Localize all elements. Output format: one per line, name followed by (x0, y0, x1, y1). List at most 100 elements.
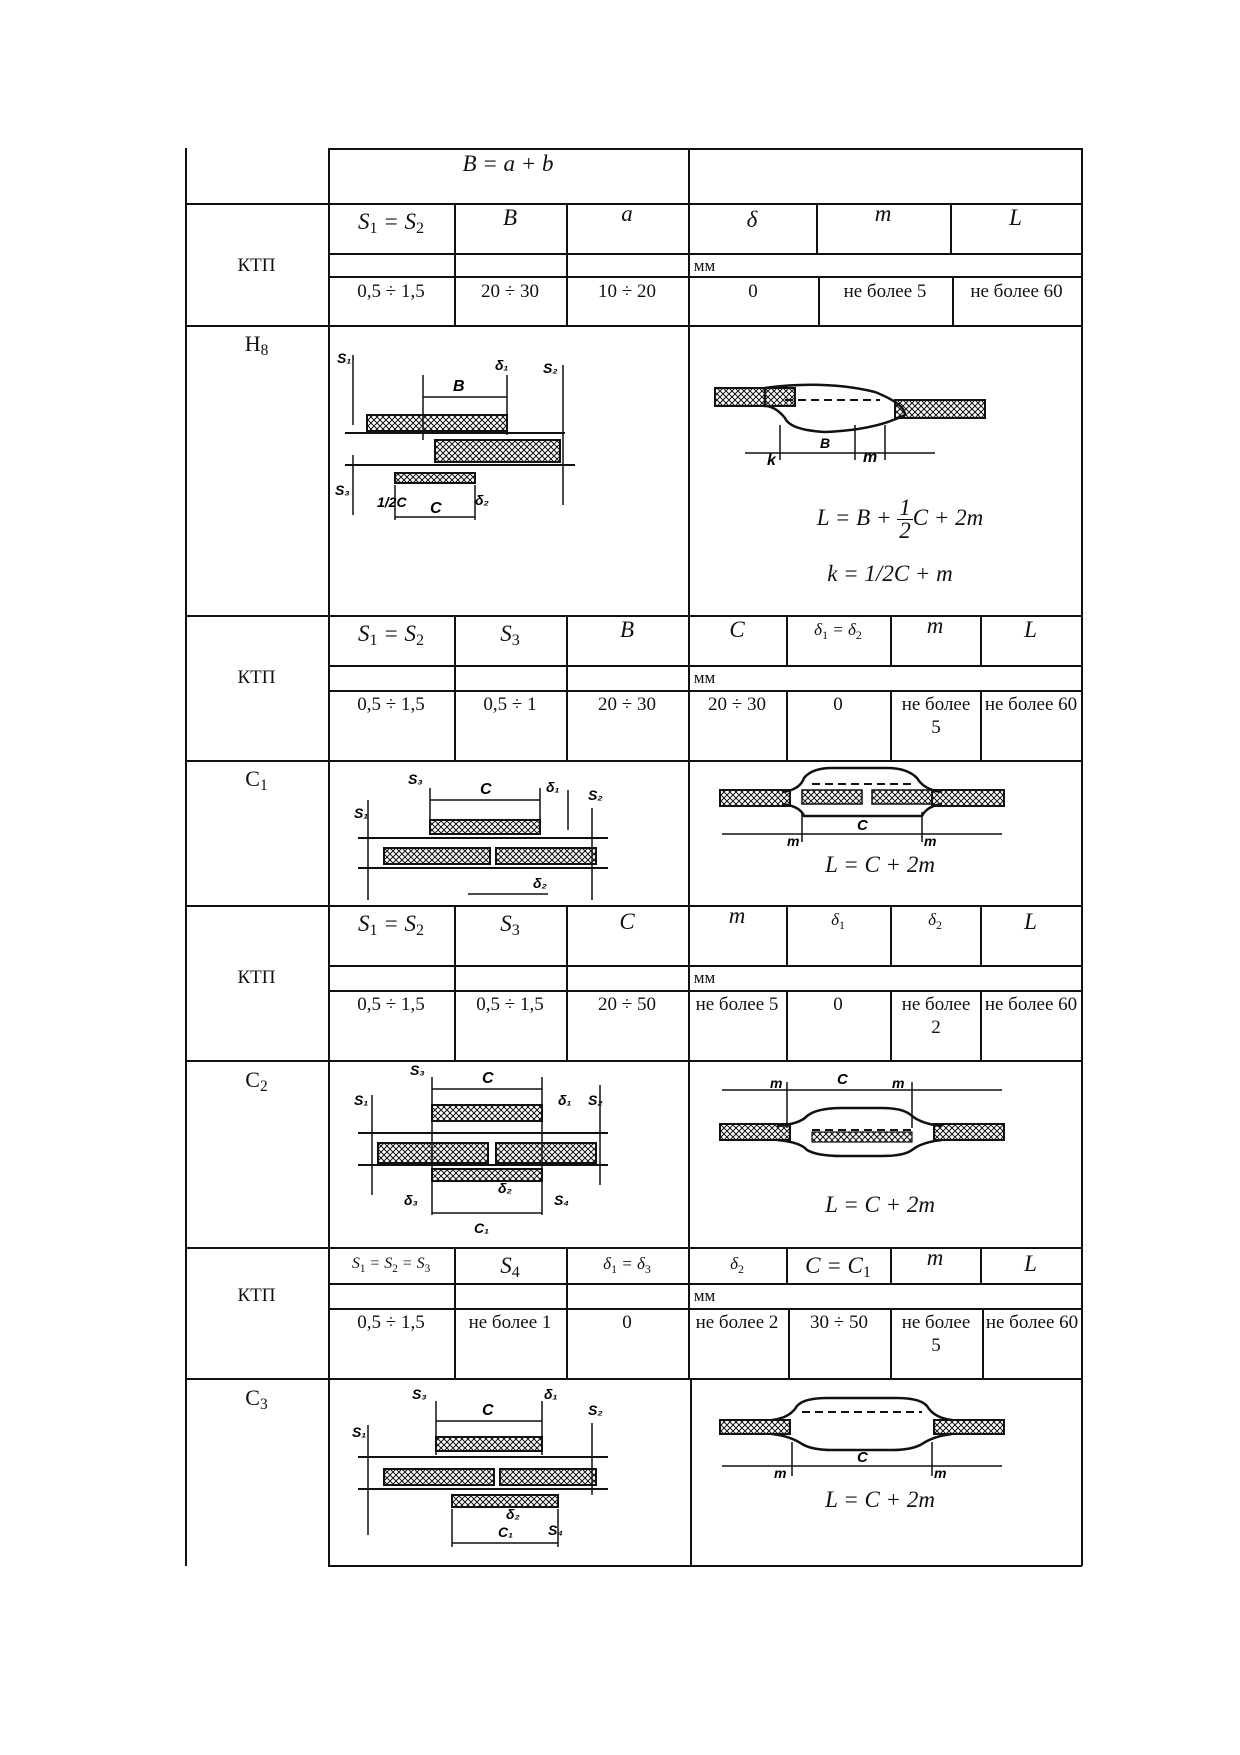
svg-text:S₁: S₁ (354, 805, 368, 821)
c3-value-s: 0,5 ÷ 1,5 (357, 1312, 425, 1333)
svg-text:S₁: S₁ (337, 350, 351, 366)
h8-sleeve-figure: k B m (714, 383, 986, 469)
c2-param-delta1: δ1 (831, 910, 845, 932)
svg-text:C: C (480, 781, 492, 798)
c3-unit: мм (693, 1286, 716, 1305)
svg-text:S₄: S₄ (554, 1192, 569, 1208)
svg-text:δ₁: δ₁ (558, 1092, 572, 1108)
svg-text:m: m (787, 833, 799, 849)
svg-text:C₁: C₁ (474, 1220, 489, 1236)
c3-value-cc1: 30 ÷ 50 (810, 1312, 868, 1333)
c1-param-s3: S3 (500, 621, 520, 649)
h8-value-m: не более 5 (843, 281, 927, 302)
svg-text:δ₁: δ₁ (544, 1386, 558, 1402)
c1-value-l: не более 60 (984, 694, 1078, 715)
c2-param-c: C (619, 909, 635, 934)
c2-sleeve-figure: m C m (719, 1071, 1005, 1158)
h8-formula-k: k = 1/2C + m (827, 561, 953, 586)
h8-param-m: m (874, 201, 892, 226)
c3-value-s4: не более 1 (468, 1312, 552, 1333)
svg-text:S₃: S₃ (408, 771, 423, 787)
h8-unit: мм (693, 256, 716, 275)
svg-text:1/2C: 1/2C (377, 494, 407, 510)
svg-text:S₂: S₂ (588, 787, 603, 803)
c2-value-delta2: не более 2 (901, 994, 971, 1038)
c2-label: С2 (245, 1067, 268, 1095)
c2-param-m: m (728, 903, 746, 928)
c1-joint-section-figure: C S₃ δ₁ S₂ S₁ δ₂ (354, 771, 608, 900)
h8-value-a: 10 ÷ 20 (598, 281, 656, 302)
c1-param-delta12: δ1 = δ2 (814, 620, 862, 642)
c3-formula: L = C + 2m (825, 1487, 935, 1512)
svg-text:C: C (482, 1402, 494, 1419)
c1-formula: L = C + 2m (825, 852, 935, 877)
c2-formula: L = C + 2m (825, 1192, 935, 1217)
svg-text:S₄: S₄ (548, 1522, 563, 1538)
svg-text:S₃: S₃ (335, 482, 350, 498)
c1-value-delta: 0 (833, 694, 843, 715)
svg-text:δ₃: δ₃ (404, 1192, 418, 1208)
c1-value-s3: 0,5 ÷ 1 (483, 694, 537, 715)
c3-param-l: L (1024, 1251, 1037, 1276)
svg-text:S₁: S₁ (352, 1424, 366, 1440)
c2-param-l: L (1024, 909, 1037, 934)
c2-value-m: не более 5 (695, 994, 779, 1015)
svg-text:m: m (770, 1075, 782, 1091)
c1-param-m: m (926, 613, 944, 638)
svg-text:m: m (924, 833, 936, 849)
svg-text:δ₁: δ₁ (495, 357, 509, 373)
c3-sleeve-figure: m C m (719, 1396, 1005, 1481)
svg-text:δ₂: δ₂ (533, 875, 547, 891)
c1-label: С1 (245, 766, 268, 794)
c1-unit: мм (693, 668, 716, 687)
h8-value-l: не более 60 (970, 281, 1063, 302)
c3-value-delta13: 0 (622, 1312, 632, 1333)
svg-text:S₂: S₂ (543, 360, 558, 376)
svg-text:C: C (482, 1070, 494, 1087)
c2-value-s: 0,5 ÷ 1,5 (357, 994, 425, 1015)
c1-value-c: 20 ÷ 30 (708, 694, 766, 715)
c1-param-b: B (619, 617, 635, 642)
h8-ktp-label: КТП (237, 255, 276, 276)
c2-param-s3: S3 (500, 911, 520, 939)
svg-text:B: B (820, 435, 830, 451)
svg-text:S₂: S₂ (588, 1092, 603, 1108)
svg-text:m: m (863, 449, 877, 466)
c3-param-delta13: δ1 = δ3 (603, 1254, 651, 1276)
c2-param-s1s2: S1 = S2 (357, 911, 425, 939)
c3-ktp-label: КТП (237, 1285, 276, 1306)
svg-text:S₃: S₃ (410, 1065, 425, 1078)
h8-param-delta: δ (746, 207, 758, 232)
c2-value-s3: 0,5 ÷ 1,5 (476, 994, 544, 1015)
svg-text:δ₂: δ₂ (475, 492, 489, 508)
svg-text:m: m (774, 1465, 786, 1481)
c3-param-s123: S1 = S2 = S3 (351, 1255, 431, 1275)
svg-text:C: C (430, 500, 442, 517)
c1-value-m: не более 5 (901, 694, 971, 738)
c1-param-s1s2: S1 = S2 (357, 621, 425, 649)
c1-param-c: C (729, 617, 745, 642)
svg-text:m: m (934, 1465, 946, 1481)
svg-text:S₃: S₃ (412, 1386, 427, 1402)
c1-sleeve-figure: m C m (719, 766, 1005, 849)
c1-value-s: 0,5 ÷ 1,5 (357, 694, 425, 715)
c1-value-b: 20 ÷ 30 (598, 694, 656, 715)
svg-text:δ₂: δ₂ (498, 1180, 512, 1196)
h8-value-delta: 0 (748, 281, 758, 302)
svg-text:S₂: S₂ (588, 1402, 603, 1418)
svg-text:C: C (857, 817, 869, 834)
c2-value-l: не более 60 (984, 994, 1078, 1015)
svg-text:B: B (453, 378, 465, 395)
c2-ktp-label: КТП (237, 967, 276, 988)
h8-joint-section-figure: B δ₁ S₂ S₁ S₃ 1/2C C δ₂ (335, 350, 575, 520)
h8-param-s1s2: S1 = S2 (357, 209, 425, 237)
h8-param-l: L (1009, 205, 1022, 230)
c2-joint-section-figure: C S₃ δ₁ S₂ S₁ C₁ δ₂ δ₃ S₄ (354, 1065, 608, 1236)
h8-value-b: 20 ÷ 30 (481, 281, 539, 302)
c2-param-delta2: δ2 (928, 910, 942, 932)
c1-ktp-label: КТП (237, 667, 276, 688)
svg-text:k: k (767, 452, 777, 469)
c3-value-m: не более 5 (901, 1312, 971, 1356)
c2-value-delta1: 0 (833, 994, 843, 1015)
